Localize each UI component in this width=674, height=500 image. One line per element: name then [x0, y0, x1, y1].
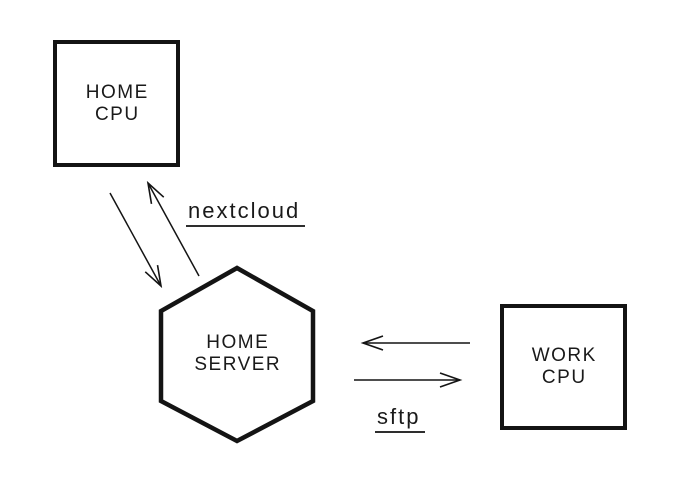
node-home-cpu-label-line2: CPU — [94, 103, 140, 125]
node-work-cpu-label: WORK CPU — [530, 345, 597, 389]
edge-label-sftp: sftp — [375, 404, 426, 433]
node-home-server-label: HOME SERVER — [157, 332, 317, 376]
node-home-server-label-line1: HOME — [206, 332, 270, 353]
node-work-cpu: WORK CPU — [500, 304, 627, 430]
home-server-hexagon — [158, 265, 316, 444]
node-work-cpu-label-line1: WORK — [531, 345, 597, 366]
node-work-cpu-label-line2: CPU — [541, 367, 587, 388]
node-home-cpu: HOME CPU — [53, 40, 180, 167]
arrow-home-server-to-home-cpu — [146, 180, 200, 277]
node-home-cpu-label: HOME CPU — [84, 82, 149, 126]
arrow-home-cpu-to-home-server — [109, 192, 163, 289]
edge-label-nextcloud: nextcloud — [186, 198, 306, 227]
node-home-cpu-label-line1: HOME — [85, 81, 149, 103]
node-home-server-label-line2: SERVER — [194, 354, 282, 375]
